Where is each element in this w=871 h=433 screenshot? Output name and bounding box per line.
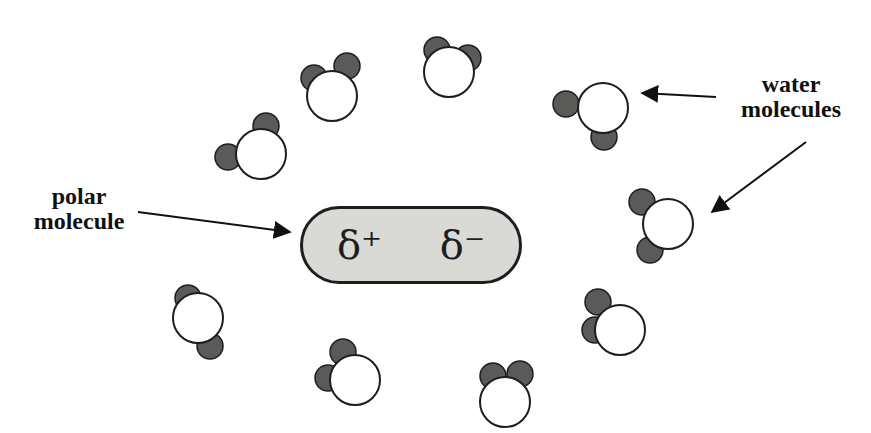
oxygen-atom — [173, 293, 223, 343]
oxygen-atom — [236, 129, 286, 179]
callout-label: polar molecule — [20, 184, 138, 234]
oxygen-atom — [480, 377, 530, 427]
hydrogen-atom — [553, 91, 579, 117]
water-molecule — [424, 37, 481, 97]
charge-symbol: δ⁻ — [440, 225, 485, 265]
water-molecule — [582, 289, 645, 355]
water-molecule — [553, 83, 628, 150]
water-molecule — [315, 339, 380, 405]
water-molecule — [629, 189, 693, 263]
water-molecule — [215, 113, 286, 179]
water-molecule — [480, 361, 533, 427]
oxygen-atom — [307, 71, 357, 121]
callout-label: water molecules — [716, 72, 866, 122]
water-molecule — [301, 53, 360, 121]
polar-molecule: δ⁺ δ⁻ — [300, 206, 522, 284]
oxygen-atom — [595, 305, 645, 355]
oxygen-atom — [578, 83, 628, 133]
oxygen-atom — [330, 355, 380, 405]
charge-symbol: δ⁺ — [337, 225, 382, 265]
leader-line — [138, 212, 290, 232]
leader-line — [712, 142, 806, 212]
oxygen-atom — [424, 47, 474, 97]
oxygen-atom — [643, 199, 693, 249]
water-molecule — [173, 285, 223, 359]
leader-line — [642, 93, 716, 97]
